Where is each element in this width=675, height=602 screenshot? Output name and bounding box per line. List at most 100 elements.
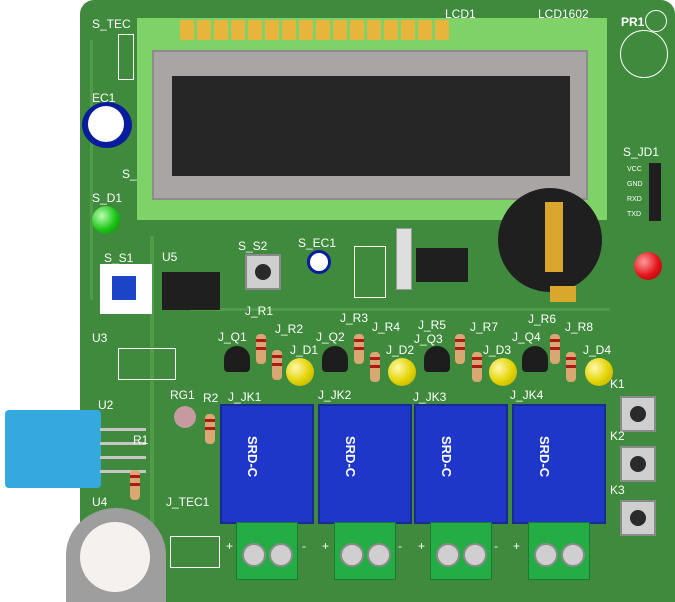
j-tec1-label: J_TEC1: [166, 495, 210, 509]
j-jk2-label: J_JK2: [318, 388, 352, 402]
s-s2-button[interactable]: [245, 254, 281, 290]
j-q3-label: J_Q3: [414, 332, 443, 346]
screw[interactable]: [367, 543, 391, 567]
jd1-pin-vcc: VCC: [627, 166, 642, 173]
j-r3-label: J_R3: [340, 311, 369, 325]
u4-label: U4: [92, 495, 108, 509]
screw[interactable]: [436, 543, 460, 567]
j-d1-label: J_D1: [290, 343, 319, 357]
crystal: [396, 228, 412, 290]
j-jk4-label: J_JK4: [510, 388, 544, 402]
j-r6-resistor: [550, 334, 560, 364]
j-r6-label: J_R6: [528, 312, 557, 326]
power-led: [634, 252, 662, 280]
u2-pins: [100, 428, 146, 476]
mount-hole: [645, 10, 667, 32]
rtc-ic: [416, 248, 468, 282]
s-s1-label: S_S1: [104, 251, 134, 265]
trace: [90, 40, 93, 300]
j-d4-label: J_D4: [583, 343, 612, 357]
j-d3-label: J_D3: [483, 343, 512, 357]
u2-humidity-sensor: [5, 410, 101, 488]
j-r1-resistor: [256, 334, 266, 364]
j-r5-resistor: [455, 334, 465, 364]
r2-resistor: [205, 414, 215, 444]
j-r8-resistor: [566, 352, 576, 382]
terminal-j-j3: [430, 522, 492, 580]
rg1-label: RG1: [170, 388, 195, 402]
j-j2-plus: +: [322, 539, 330, 553]
k1-button[interactable]: [620, 396, 656, 432]
trace: [150, 236, 154, 576]
j-j1-minus: -: [302, 539, 306, 553]
r2-label: R2: [203, 391, 219, 405]
lcd-header-pins: [180, 20, 470, 40]
s-s1-switch-actuator[interactable]: [112, 276, 136, 300]
k3-button[interactable]: [620, 500, 656, 536]
relay-jk4-label: SRD-C: [537, 436, 552, 478]
screw[interactable]: [561, 543, 585, 567]
j-q4-transistor: [522, 346, 548, 372]
j-jk3-label: J_JK3: [413, 390, 447, 404]
j-r8-label: J_R8: [565, 320, 594, 334]
j-r2-label: J_R2: [275, 322, 304, 336]
lcd-ref-label: LCD1: [445, 7, 476, 21]
s-ec1-label: S_EC1: [298, 236, 337, 250]
j-j3-plus: +: [418, 539, 426, 553]
j-d1-led: [286, 358, 314, 386]
s-s2-label: S_S2: [238, 239, 268, 253]
j-r5-label: J_R5: [418, 318, 447, 332]
relay-jk1-label: SRD-C: [245, 436, 260, 478]
screw[interactable]: [463, 543, 487, 567]
s-d1-led: [92, 206, 120, 234]
j-r7-resistor: [472, 352, 482, 382]
relay-jk3-label: SRD-C: [439, 436, 454, 478]
j-j1-plus: +: [226, 539, 234, 553]
s-small-label: S_: [122, 167, 137, 181]
rg1-photoresistor: [174, 406, 196, 428]
jd1-pin-gnd: GND: [627, 181, 643, 188]
j-j4-plus: +: [513, 539, 521, 553]
ec1-top: [88, 106, 124, 142]
u5-ic: [162, 272, 220, 310]
s-tec-label: S_TEC: [92, 17, 131, 31]
j-q4-label: J_Q4: [512, 330, 541, 344]
battery-clip-foot: [550, 286, 576, 302]
terminal-j-j4: [528, 522, 590, 580]
r1-resistor: [130, 470, 140, 500]
screw[interactable]: [534, 543, 558, 567]
terminal-j-j2: [334, 522, 396, 580]
j-d2-led: [388, 358, 416, 386]
screw[interactable]: [340, 543, 364, 567]
k2-button[interactable]: [620, 446, 656, 482]
lcd-model-label: LCD1602: [538, 7, 589, 21]
j-q2-transistor: [322, 346, 348, 372]
j-jk1-label: J_JK1: [228, 390, 262, 404]
j-r1-label: J_R1: [245, 304, 274, 318]
relay-jk3: SRD-C: [414, 404, 508, 524]
u5-label: U5: [162, 250, 178, 264]
relay-jk1: SRD-C: [220, 404, 314, 524]
screw[interactable]: [242, 543, 266, 567]
u3-label: U3: [92, 331, 108, 345]
r1-label: R1: [133, 433, 149, 447]
u2-label: U2: [98, 398, 114, 412]
k1-label: K1: [610, 377, 625, 391]
pr1-label: PR1: [621, 15, 645, 29]
u4-buzzer-top: [80, 522, 150, 592]
j-q1-label: J_Q1: [218, 330, 247, 344]
ec1-label: EC1: [92, 91, 116, 105]
k3-label: K3: [610, 483, 625, 497]
j-r2-resistor: [272, 350, 282, 380]
jd1-pin-rxd: RXD: [627, 196, 642, 203]
j-r3-resistor: [354, 334, 364, 364]
screw[interactable]: [269, 543, 293, 567]
relay-jk2-label: SRD-C: [343, 436, 358, 478]
jd1-header: [649, 163, 661, 221]
terminal-j-j1: [236, 522, 298, 580]
k2-label: K2: [610, 429, 625, 443]
pr1-outline: [620, 30, 668, 78]
j-d3-led: [489, 358, 517, 386]
resistor-array-outline: [354, 246, 386, 298]
jd1-pin-txd: TXD: [627, 211, 641, 218]
